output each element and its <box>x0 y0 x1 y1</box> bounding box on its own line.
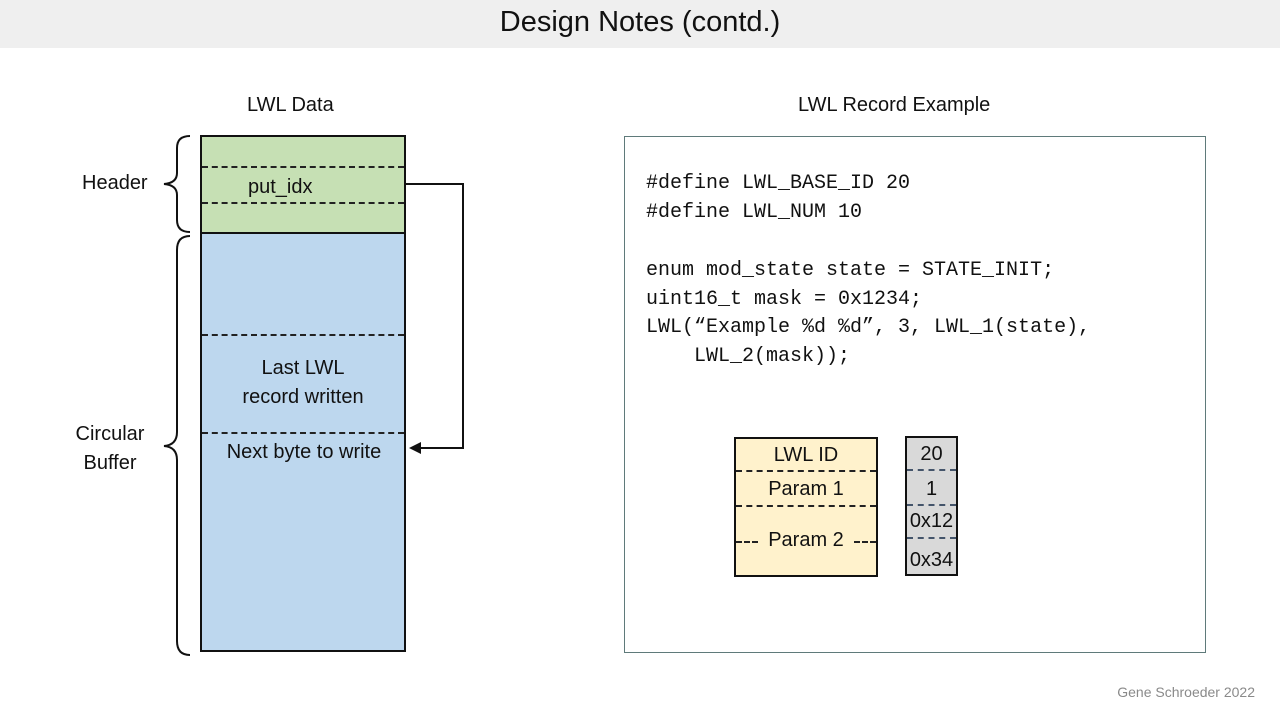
lwl-data-heading: LWL Data <box>247 94 334 116</box>
field-divider-1 <box>736 470 876 472</box>
circular-buffer-brace <box>163 235 191 656</box>
code-line-2: #define LWL_NUM 10 <box>646 201 863 224</box>
value-divider-2 <box>907 504 956 506</box>
record-fields-box: LWL ID Param 1 Param 2 <box>734 437 878 577</box>
code-line-1: #define LWL_BASE_ID 20 <box>646 172 911 195</box>
value-divider-3 <box>907 537 956 539</box>
field-param-2: Param 2 <box>768 529 844 551</box>
header-brace <box>163 135 191 233</box>
code-line-7: LWL_2(mask)); <box>646 345 851 368</box>
next-byte-label: Next byte to write <box>226 441 382 463</box>
slide-title: Design Notes (contd.) <box>499 6 781 38</box>
header-divider-bottom <box>202 202 404 204</box>
header-block <box>200 135 406 234</box>
value-param-2-low: 0x34 <box>909 549 954 571</box>
field-tick-right <box>854 541 876 543</box>
code-line-5: uint16_t mask = 0x1234; <box>646 288 923 311</box>
field-param-1: Param 1 <box>768 478 844 500</box>
put-idx-arrowhead <box>409 442 421 454</box>
code-line-4: enum mod_state state = STATE_INIT; <box>646 259 1055 282</box>
value-lwl-id: 20 <box>920 443 943 465</box>
code-line-6: LWL(“Example %d %d”, 3, LWL_1(state), <box>646 316 1091 339</box>
circular-buffer-label: Circular Buffer <box>75 423 145 474</box>
last-record-label: Last LWL record written <box>242 357 364 408</box>
record-values-box: 20 1 0x12 0x34 <box>905 436 958 576</box>
put-idx-label: put_idx <box>248 176 313 198</box>
record-divider-top <box>202 334 404 336</box>
field-tick-left <box>736 541 758 543</box>
footer-credit: Gene Schroeder 2022 <box>1117 684 1255 700</box>
circular-buffer-block <box>200 234 406 652</box>
value-param-1: 1 <box>925 478 938 500</box>
header-label: Header <box>82 172 148 194</box>
header-divider-top <box>202 166 404 168</box>
record-example-heading: LWL Record Example <box>798 94 991 116</box>
title-bar <box>0 0 1280 48</box>
field-lwl-id: LWL ID <box>773 444 839 466</box>
value-divider-1 <box>907 469 956 471</box>
value-param-2-high: 0x12 <box>909 510 954 532</box>
put-idx-arrow-line <box>406 183 464 449</box>
field-divider-2 <box>736 505 876 507</box>
record-divider-bottom <box>202 432 404 434</box>
